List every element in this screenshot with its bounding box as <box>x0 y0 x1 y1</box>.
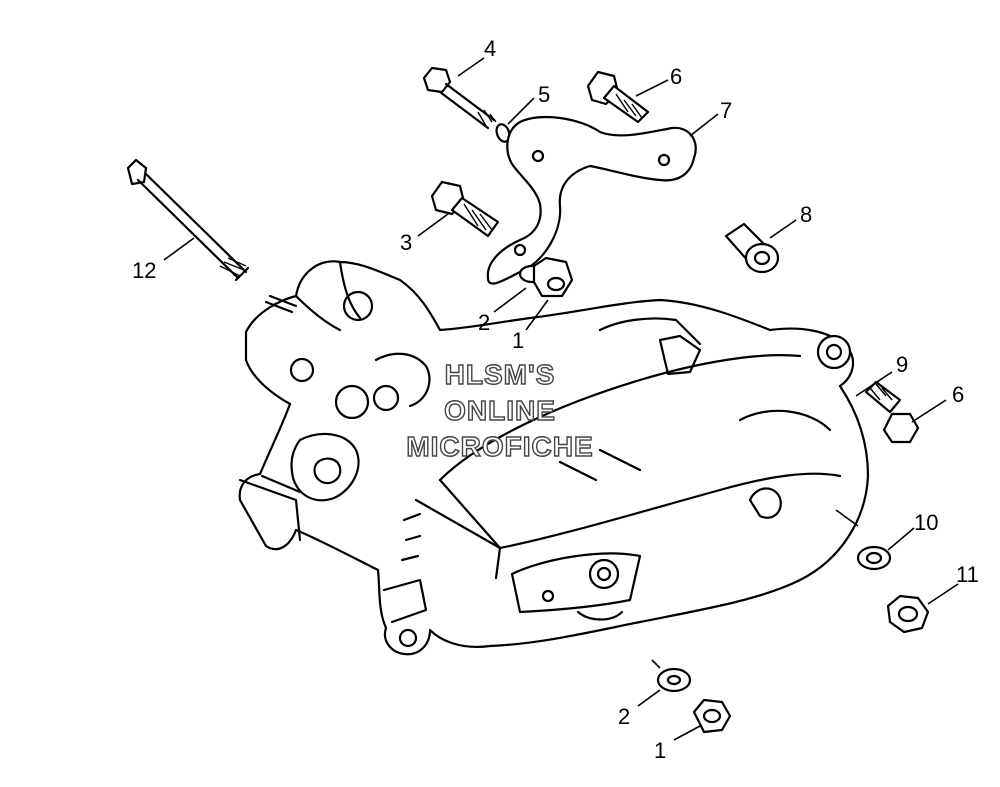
part-11-nut[interactable] <box>886 594 930 634</box>
callout-numbers: 4 5 6 7 3 12 2 1 8 9 6 10 11 2 1 <box>132 36 979 763</box>
part-1-nut-upper[interactable] <box>532 256 574 298</box>
callout-3: 3 <box>400 230 412 255</box>
part-3-flange-bolt[interactable] <box>430 180 500 238</box>
callout-2-upper: 2 <box>478 310 490 335</box>
leader-3 <box>417 213 449 237</box>
callout-8: 8 <box>800 202 812 227</box>
leader-8 <box>769 219 797 239</box>
leader-2-upper <box>493 287 527 313</box>
callout-1-lower: 1 <box>654 738 666 763</box>
leader-2-lower-tick <box>651 659 661 669</box>
leader-10 <box>887 527 915 551</box>
part-10-washer[interactable] <box>856 545 892 571</box>
callout-6-top: 6 <box>670 64 682 89</box>
callout-4: 4 <box>484 36 496 61</box>
part-5-washer[interactable] <box>494 122 511 143</box>
watermark-line-1: HLSM'S <box>445 359 556 390</box>
watermark-line-3: MICROFICHE <box>406 431 593 462</box>
part-8-spacer-collar[interactable] <box>724 222 780 274</box>
callout-10: 10 <box>914 510 938 535</box>
callout-1-upper: 1 <box>512 328 524 353</box>
callout-5: 5 <box>538 82 550 107</box>
part-7-hanger-bracket[interactable] <box>486 116 697 285</box>
leader-4 <box>457 57 485 77</box>
part-9-engine-crankcase[interactable] <box>238 260 870 656</box>
leader-6-right <box>911 399 947 423</box>
leader-11 <box>927 583 959 605</box>
part-6-flange-bolt-right[interactable] <box>864 380 920 444</box>
callout-6-right: 6 <box>952 382 964 407</box>
leader-9 <box>855 371 893 397</box>
leader-2-lower <box>637 689 661 707</box>
leader-lines <box>163 57 959 741</box>
part-4-bolt[interactable] <box>422 66 497 130</box>
callout-9: 9 <box>896 352 908 377</box>
leader-1-lower <box>673 725 701 741</box>
callout-2-lower: 2 <box>618 704 630 729</box>
leader-6-top <box>635 79 669 97</box>
callout-12: 12 <box>132 258 156 283</box>
leader-5 <box>507 97 535 125</box>
part-6-flange-bolt-top[interactable] <box>586 70 650 124</box>
part-12-through-bolt[interactable] <box>126 158 250 282</box>
leader-9-inner <box>835 509 859 527</box>
watermark: HLSM'S ONLINE MICROFICHE <box>406 358 594 462</box>
watermark-line-2: ONLINE <box>444 395 556 426</box>
leader-1-upper <box>525 299 549 331</box>
callout-11: 11 <box>956 562 979 587</box>
part-1-nut-lower[interactable] <box>692 698 732 734</box>
leader-7 <box>689 113 719 137</box>
leader-12 <box>163 237 195 261</box>
callout-7: 7 <box>720 98 732 123</box>
part-2-washer-lower[interactable] <box>656 667 692 693</box>
